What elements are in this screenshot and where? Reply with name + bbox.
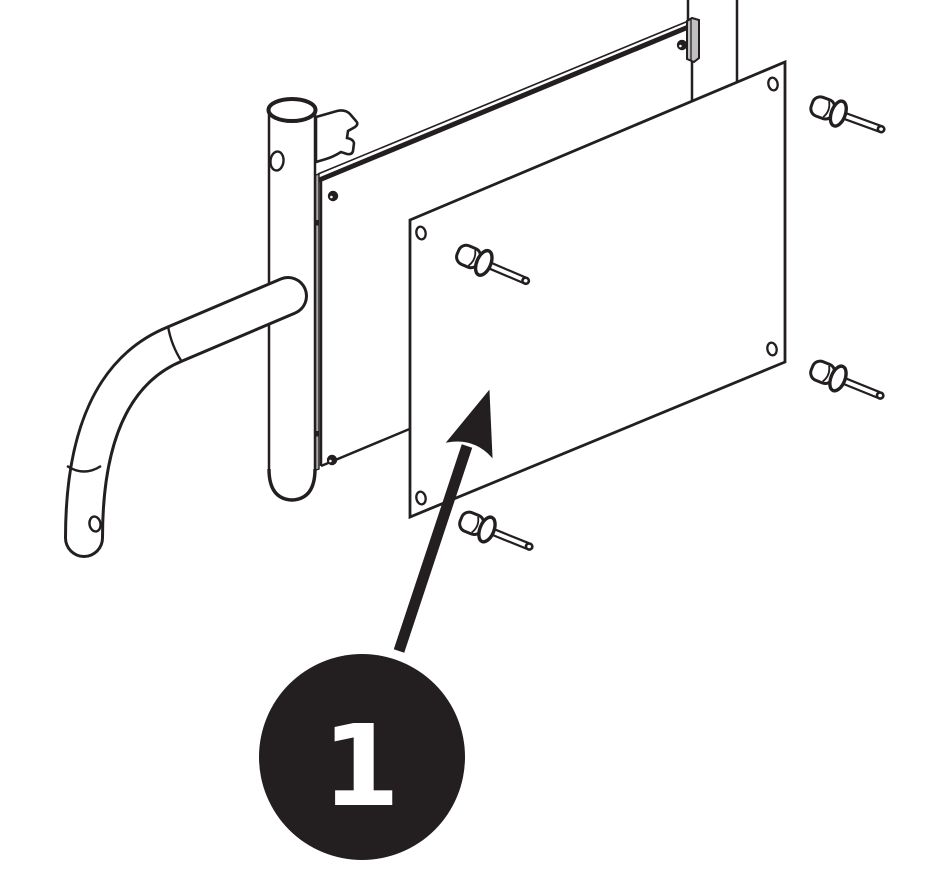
pop-rivet-icon	[805, 90, 891, 145]
vertical-tube-bottom-cap	[267, 468, 317, 502]
rear-panel-right-bracket	[686, 16, 700, 64]
handle-tube-seam	[166, 325, 184, 363]
panel-corner-hole	[415, 490, 427, 506]
panel-corner-hole	[415, 225, 427, 241]
callout-number: 1	[322, 702, 400, 832]
callout-circle	[259, 654, 465, 860]
mounting-clamp	[314, 109, 359, 164]
rivet-installed-icon	[327, 190, 339, 202]
pop-rivet-icon	[805, 354, 890, 411]
callout-balloon: 1	[259, 654, 465, 860]
rivet-installed-icon	[326, 454, 338, 466]
handle-sleeve-seam	[66, 464, 102, 473]
pop-rivet-icon	[454, 505, 539, 562]
handle-tube-fill	[67, 279, 305, 555]
panel-corner-hole	[767, 76, 779, 92]
vertical-tube-top-cap	[266, 97, 318, 123]
side-panel-face	[408, 59, 787, 520]
handle-sleeve-hole	[88, 515, 102, 533]
rear-panel-top-edge	[317, 23, 693, 183]
rear-panel-top-face-line	[317, 18, 693, 175]
vertical-tube-hole	[269, 150, 285, 172]
arrow-head-icon	[445, 389, 493, 459]
arrow-shaft	[393, 444, 473, 653]
side-panel	[408, 59, 787, 520]
rivet-installed-icon	[676, 39, 688, 51]
panel-corner-hole	[766, 341, 778, 357]
curved-handle-tube	[64, 276, 308, 558]
callout-arrow	[393, 389, 493, 653]
